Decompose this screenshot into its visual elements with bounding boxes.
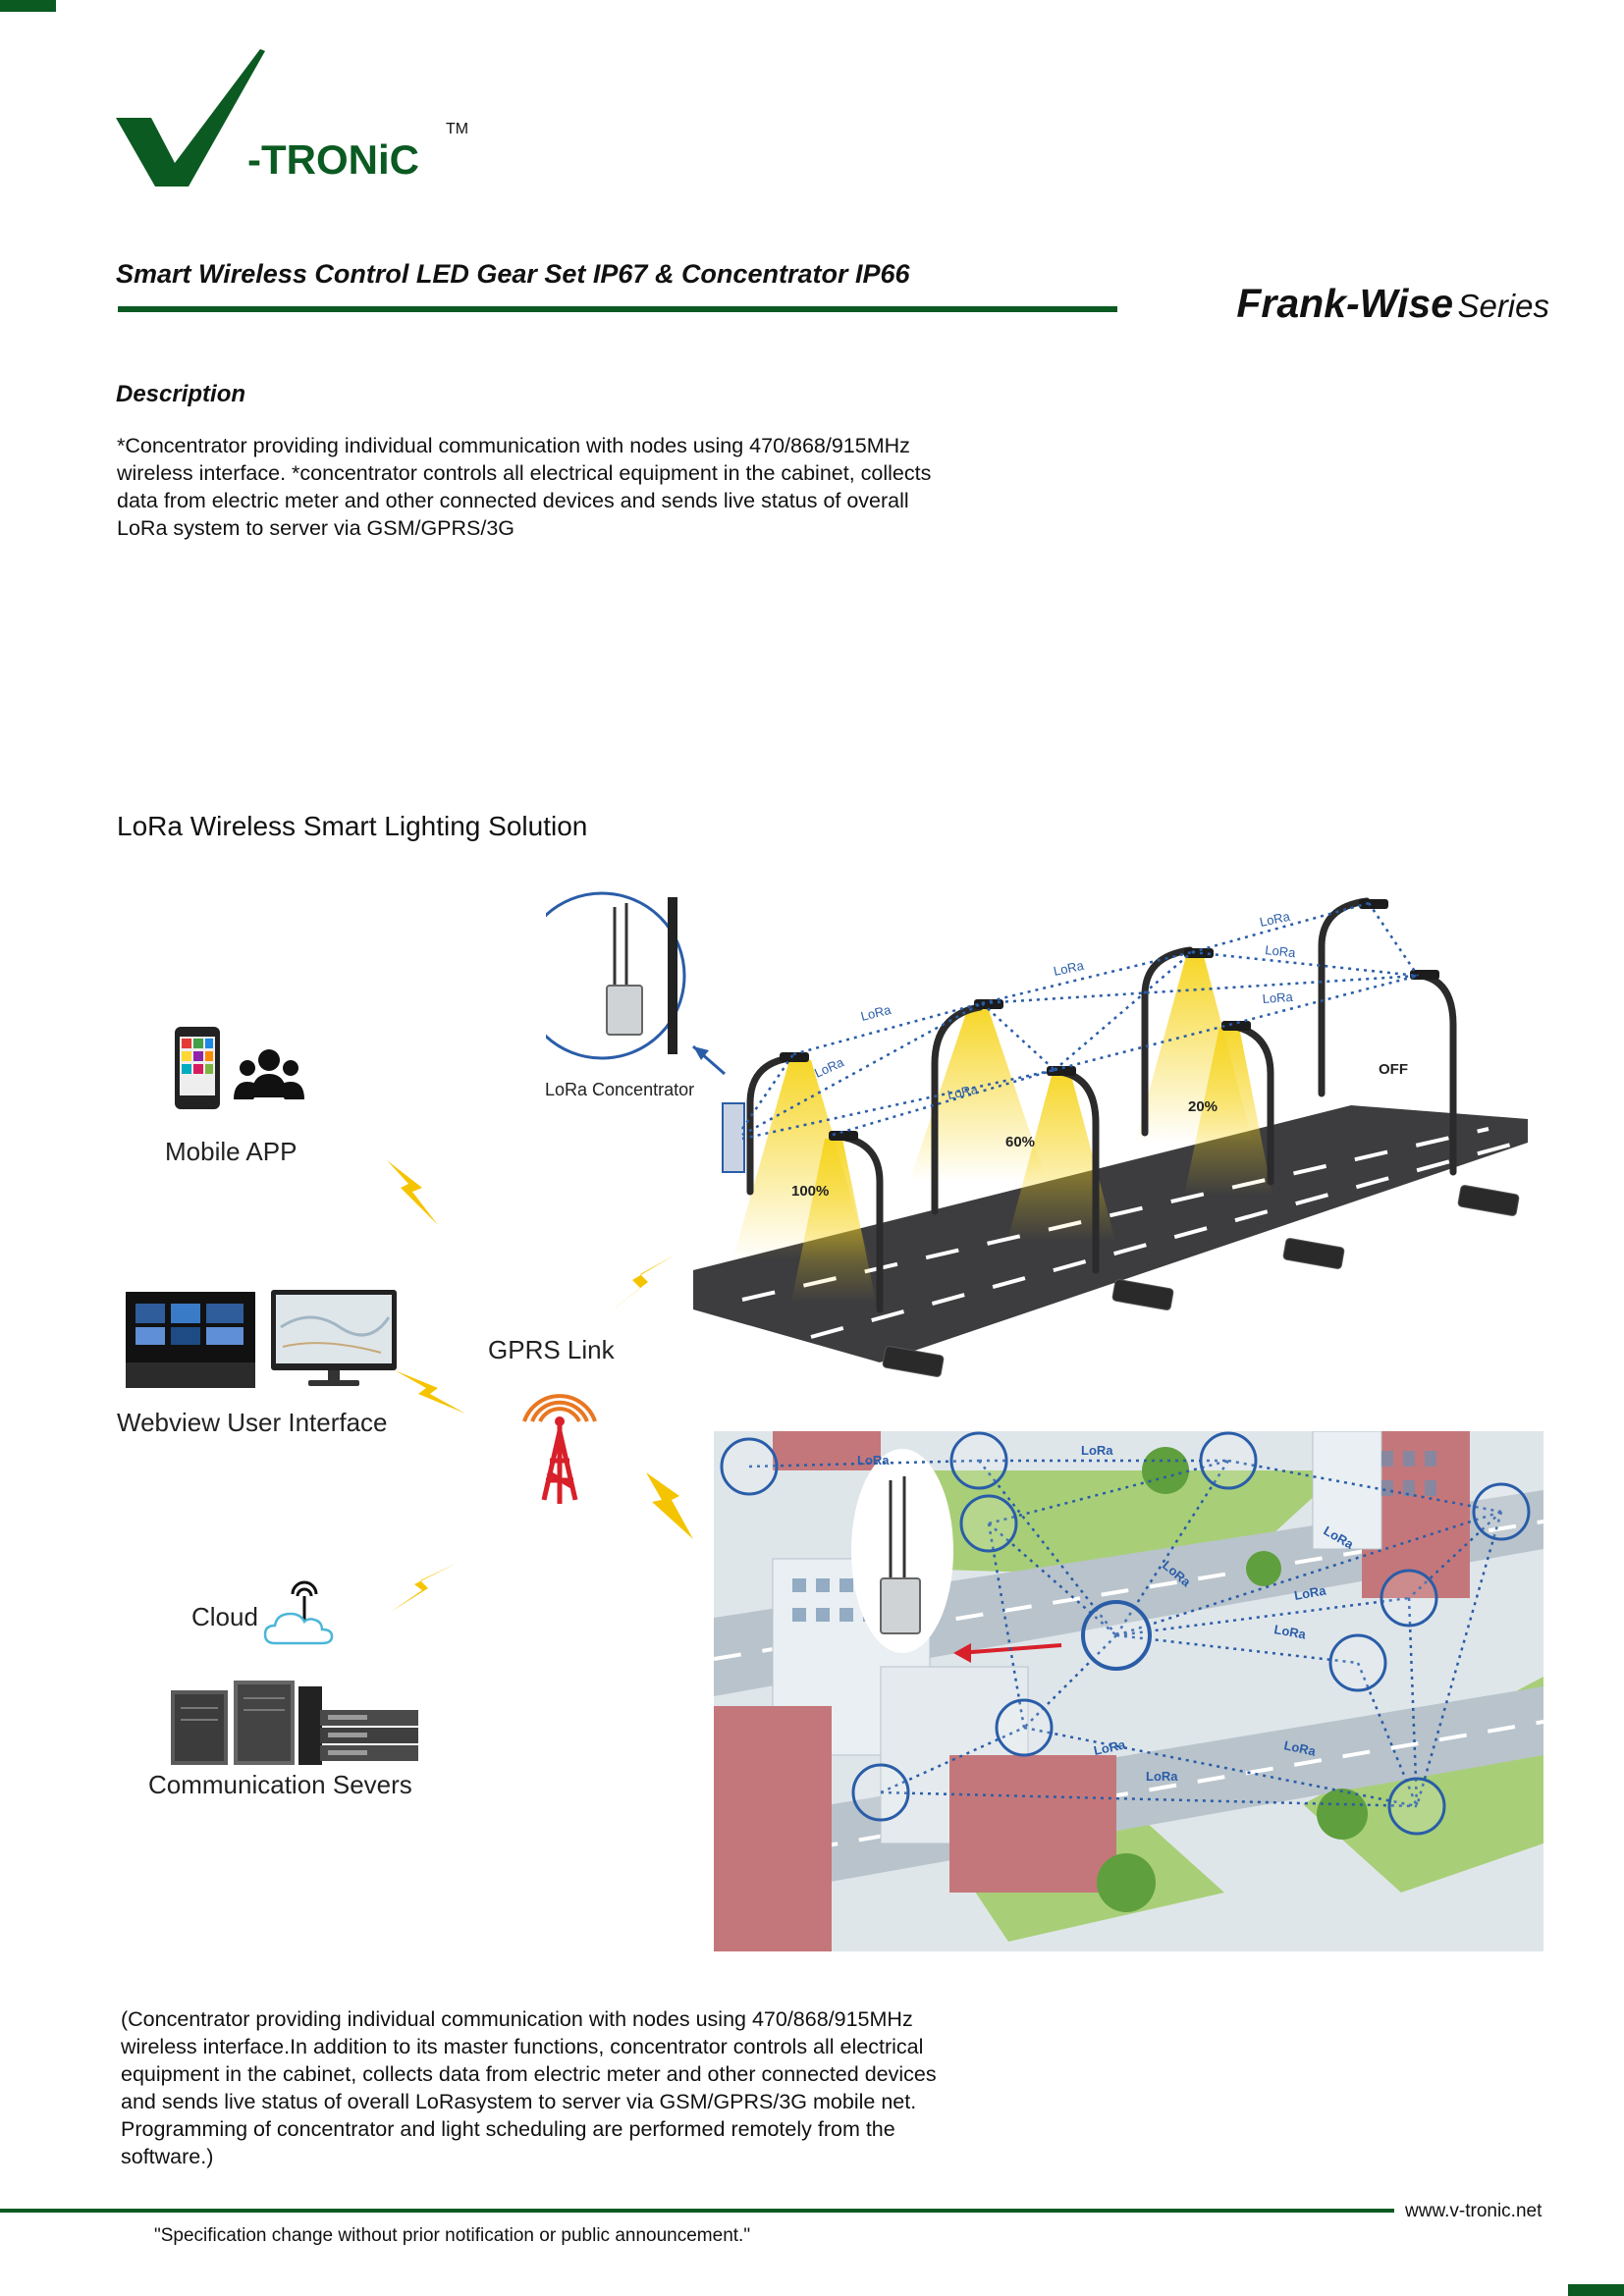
lora-link-label: LoRa <box>1093 1736 1128 1758</box>
corner-accent-bottom-right <box>1568 2284 1624 2296</box>
corner-accent-top-left <box>0 0 56 12</box>
control-room-photo <box>126 1292 255 1388</box>
description-line: LoRa system to server via GSM/GPRS/3G <box>117 516 515 540</box>
solution-heading: LoRa Wireless Smart Lighting Solution <box>117 811 588 841</box>
lightning-bolt-icon <box>387 1160 438 1225</box>
users-icon <box>234 1049 304 1099</box>
lora-link-label: LoRa <box>1282 1737 1318 1759</box>
series-suffix: Series <box>1457 288 1549 324</box>
concentrator-label: LoRa Concentrator <box>545 1080 695 1099</box>
lora-link-label: LoRa <box>1262 989 1294 1006</box>
cloud-icon <box>263 1612 334 1645</box>
dim-level-off: OFF <box>1379 1061 1408 1078</box>
server-tower-icon <box>171 1681 322 1765</box>
checkmark-logo-icon <box>116 49 265 187</box>
lora-link-label: LoRa <box>1293 1582 1327 1603</box>
note-line: software.) <box>121 2145 214 2168</box>
concentrator-zoom <box>546 891 726 1076</box>
lora-link-label: LoRa <box>812 1054 846 1081</box>
lora-link-label: LoRa <box>947 1082 980 1102</box>
page-title: Smart Wireless Control LED Gear Set IP67… <box>116 259 910 289</box>
note-line: Programming of concentrator and light sc… <box>121 2117 895 2141</box>
logo-wordmark: -TRONiC <box>247 136 419 183</box>
lightning-bolt-icon <box>395 1370 465 1414</box>
dim-level-60: 60% <box>1005 1134 1035 1150</box>
footer-rule <box>0 2209 1394 2213</box>
lora-link-label: LoRa <box>859 1002 893 1024</box>
lora-link-label: LoRa <box>1081 1443 1113 1458</box>
servers-illustration <box>171 1681 418 1765</box>
cloud-label: Cloud <box>191 1602 258 1631</box>
cloud-illustration <box>263 1580 334 1645</box>
footer-website: www.v-tronic.net <box>1405 2201 1543 2221</box>
brand-logo: -TRONiC TM <box>116 49 468 187</box>
lightning-bolt-icon <box>611 1255 676 1311</box>
gprs-label: GPRS Link <box>488 1335 615 1364</box>
antenna-icon <box>291 1580 318 1620</box>
monitor-icon <box>271 1290 397 1386</box>
description-line: data from electric meter and other conne… <box>117 489 909 512</box>
dim-level-20: 20% <box>1188 1098 1218 1115</box>
webview-label: Webview User Interface <box>117 1408 388 1437</box>
lora-link-label: LoRa <box>1146 1769 1178 1784</box>
description-line: wireless interface. *concentrator contro… <box>117 461 932 485</box>
note-line: equipment in the cabinet, collects data … <box>121 2062 937 2086</box>
series-label: Frank-Wise Series <box>1236 281 1549 327</box>
smartphone-icon <box>175 1027 220 1109</box>
series-name: Frank-Wise <box>1236 281 1453 326</box>
description-heading: Description <box>116 381 246 407</box>
description-line: *Concentrator providing individual commu… <box>117 434 910 457</box>
lightning-bolt-icon <box>646 1472 693 1539</box>
footer-disclaimer: "Specification change without prior noti… <box>154 2225 751 2246</box>
city-mesh-scene: LoRa LoRa LoRa LoRa LoRa LoRa LoRa LoRa … <box>714 1431 1543 1951</box>
lightning-bolt-icon <box>391 1563 458 1612</box>
lora-link-label: LoRa <box>1265 942 1297 960</box>
lora-link-label: LoRa <box>1259 909 1292 930</box>
gprs-tower-icon <box>522 1394 597 1504</box>
note-line: (Concentrator providing individual commu… <box>121 2007 913 2031</box>
title-underline <box>118 306 1117 312</box>
mobile-app-illustration <box>175 1027 304 1109</box>
mobile-app-label: Mobile APP <box>165 1137 298 1166</box>
description-text: *Concentrator providing individual commu… <box>117 432 931 542</box>
lora-link-label: LoRa <box>1053 958 1086 979</box>
logo-trademark: TM <box>446 121 468 137</box>
solution-note: (Concentrator providing individual commu… <box>121 2005 937 2170</box>
concentrator-zoom-oval <box>851 1449 953 1653</box>
webview-illustration <box>126 1290 397 1388</box>
dim-level-100: 100% <box>791 1183 829 1200</box>
lora-link-label: LoRa <box>1272 1622 1307 1642</box>
note-line: and sends live status of overall LoRasys… <box>121 2090 917 2113</box>
note-line: wireless interface.In addition to its ma… <box>121 2035 924 2058</box>
street-lighting-scene: LoRa LoRa LoRa LoRa LoRa LoRa LoRa 100% … <box>546 891 1528 1377</box>
servers-label: Communication Severs <box>148 1770 412 1799</box>
lora-link-label: LoRa <box>857 1453 890 1468</box>
rack-server-icon <box>320 1710 418 1761</box>
